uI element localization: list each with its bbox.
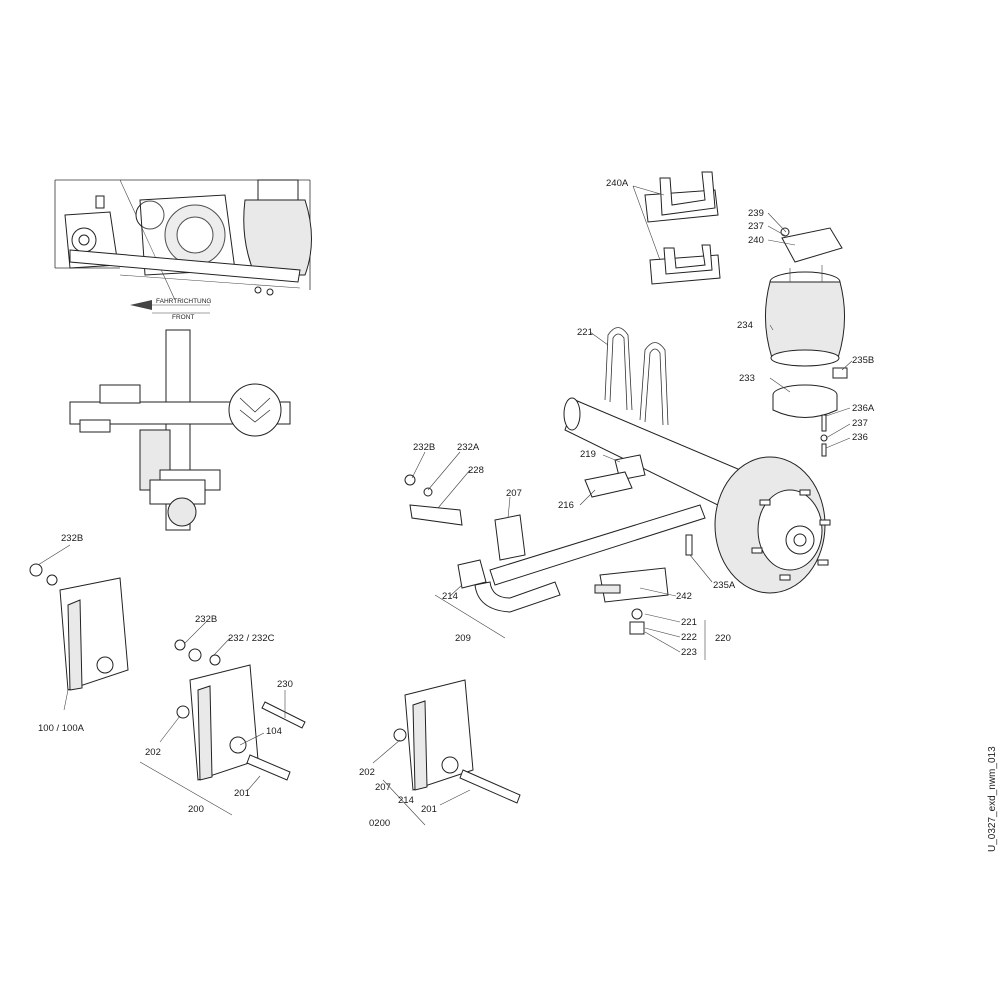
label-237-top: 237 [748, 221, 764, 232]
label-200: 200 [188, 804, 204, 815]
label-216: 216 [558, 500, 574, 511]
label-202-right: 202 [359, 767, 375, 778]
label-230: 230 [277, 679, 293, 690]
hanger-bracket-200 [139, 639, 306, 816]
label-233: 233 [739, 373, 755, 384]
label-232B-left: 232B [61, 533, 83, 544]
air-spring-group [644, 171, 848, 457]
side-view-assembly: FAHRTRICHTUNG FRONT [54, 179, 312, 321]
axle-assembly [404, 327, 831, 639]
label-236A: 236A [852, 403, 875, 414]
label-207-axle: 207 [506, 488, 522, 499]
direction-label-en: FRONT [172, 314, 194, 321]
label-222: 222 [681, 632, 697, 643]
label-234: 234 [737, 320, 753, 331]
label-232-232C: 232 / 232C [228, 633, 275, 644]
direction-label-de: FAHRTRICHTUNG [156, 298, 212, 305]
label-207-bracket: 207 [375, 782, 391, 793]
label-237-bottom: 237 [852, 418, 868, 429]
label-219: 219 [580, 449, 596, 460]
label-220: 220 [715, 633, 731, 644]
hanger-bracket-0200 [382, 679, 521, 826]
label-202-mid: 202 [145, 747, 161, 758]
wheel-stud-icons [751, 489, 831, 581]
label-232A: 232A [457, 442, 480, 453]
leader-lines [37, 185, 853, 806]
label-209: 209 [455, 633, 471, 644]
label-235B: 235B [852, 355, 874, 366]
label-0200: 0200 [369, 818, 390, 829]
label-232B-mid: 232B [195, 614, 217, 625]
label-223: 223 [681, 647, 697, 658]
label-240A: 240A [606, 178, 629, 189]
label-242: 242 [676, 591, 692, 602]
label-201-right: 201 [421, 804, 437, 815]
label-221-ubolt: 221 [577, 327, 593, 338]
label-104: 104 [266, 726, 282, 737]
label-214-axle: 214 [442, 591, 458, 602]
part-labels: 240A 239 237 240 234 235B 233 236A 237 2… [38, 178, 875, 829]
top-view-assembly [69, 329, 291, 531]
label-221-nut: 221 [681, 617, 697, 628]
label-100-100A: 100 / 100A [38, 723, 85, 734]
drawing-code: U_0327_exd_nwm_013 [987, 746, 998, 852]
label-236: 236 [852, 432, 868, 443]
label-240: 240 [748, 235, 764, 246]
label-228: 228 [468, 465, 484, 476]
hanger-bracket-100 [29, 563, 129, 691]
label-235A: 235A [713, 580, 736, 591]
label-239: 239 [748, 208, 764, 219]
label-201-mid: 201 [234, 788, 250, 799]
direction-arrow-icon [130, 300, 152, 310]
label-232B-shock: 232B [413, 442, 435, 453]
label-214-bracket: 214 [398, 795, 414, 806]
